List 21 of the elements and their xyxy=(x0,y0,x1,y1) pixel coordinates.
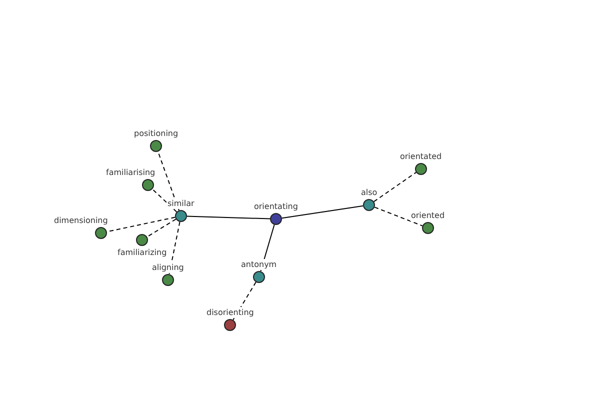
dashed-connector xyxy=(158,151,180,211)
node-label: familiarising xyxy=(105,167,156,178)
node-label: familiarizing xyxy=(116,247,168,258)
node-label: positioning xyxy=(133,128,180,139)
dashed-connector xyxy=(374,206,423,226)
dashed-connector xyxy=(373,172,417,202)
node-label: disorienting xyxy=(206,307,255,318)
dashed-connector xyxy=(146,218,176,238)
node-label: similar xyxy=(166,198,196,209)
node-label: orientating xyxy=(253,201,299,212)
node-label: also xyxy=(360,187,378,198)
dashed-connector xyxy=(168,221,180,275)
connector-line xyxy=(281,205,364,219)
dashed-connector xyxy=(152,188,178,212)
node-label: orientated xyxy=(399,151,443,162)
dashed-connector xyxy=(232,282,256,320)
node-label: oriented xyxy=(410,210,446,221)
node-label: dimensioning xyxy=(53,215,109,226)
node-label: aligning xyxy=(151,262,185,273)
connector-line xyxy=(186,216,270,220)
node-label: antonym xyxy=(240,259,278,270)
